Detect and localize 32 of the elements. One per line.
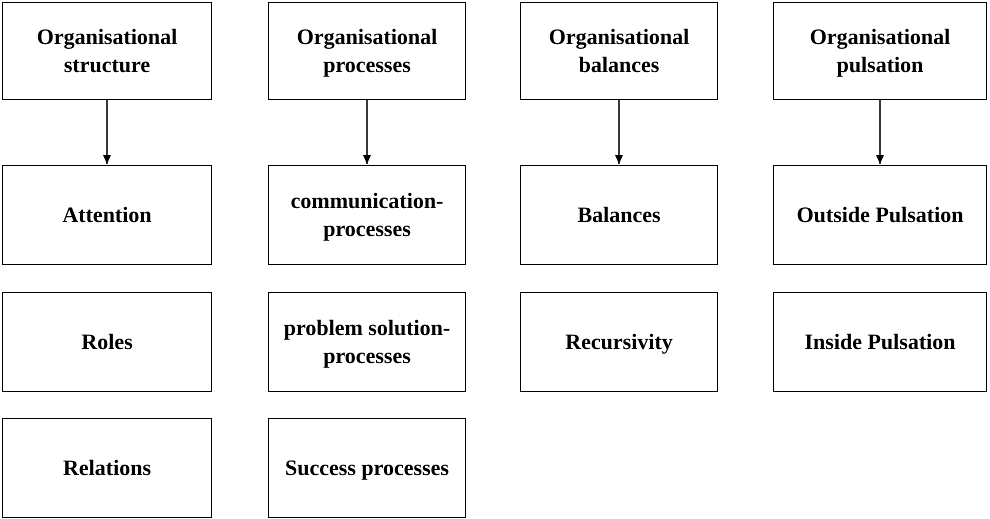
item-box: [520, 292, 718, 392]
item-box: [2, 292, 212, 392]
category-box: [520, 2, 718, 100]
box-label: Relations: [63, 454, 151, 482]
arrow: [615, 100, 623, 164]
box-label: Organisational structure: [36, 23, 178, 79]
item-box: [2, 165, 212, 265]
box-label: Organisational processes: [296, 23, 438, 79]
box-label: Inside Pulsation: [804, 328, 956, 356]
item-box: [773, 165, 987, 265]
category-box: [773, 2, 987, 100]
box-label: Roles: [81, 328, 133, 356]
box-label: communication- processes: [290, 187, 444, 243]
box-label: problem solution- processes: [282, 314, 452, 370]
box-label: Outside Pulsation: [796, 201, 964, 229]
item-box: [2, 418, 212, 518]
box-label: Recursivity: [565, 328, 673, 356]
item-box: [268, 418, 466, 518]
item-box: [268, 292, 466, 392]
arrow: [876, 100, 884, 164]
box-label: Organisational pulsation: [808, 23, 952, 79]
category-box: [2, 2, 212, 100]
box-label: Attention: [62, 201, 152, 229]
arrow: [103, 100, 111, 164]
box-label: Success processes: [285, 454, 449, 482]
box-label: Balances: [577, 201, 661, 229]
item-box: [773, 292, 987, 392]
item-box: [268, 165, 466, 265]
arrow: [363, 100, 371, 164]
category-box: [268, 2, 466, 100]
box-label: Organisational balances: [548, 23, 690, 79]
item-box: [520, 165, 718, 265]
